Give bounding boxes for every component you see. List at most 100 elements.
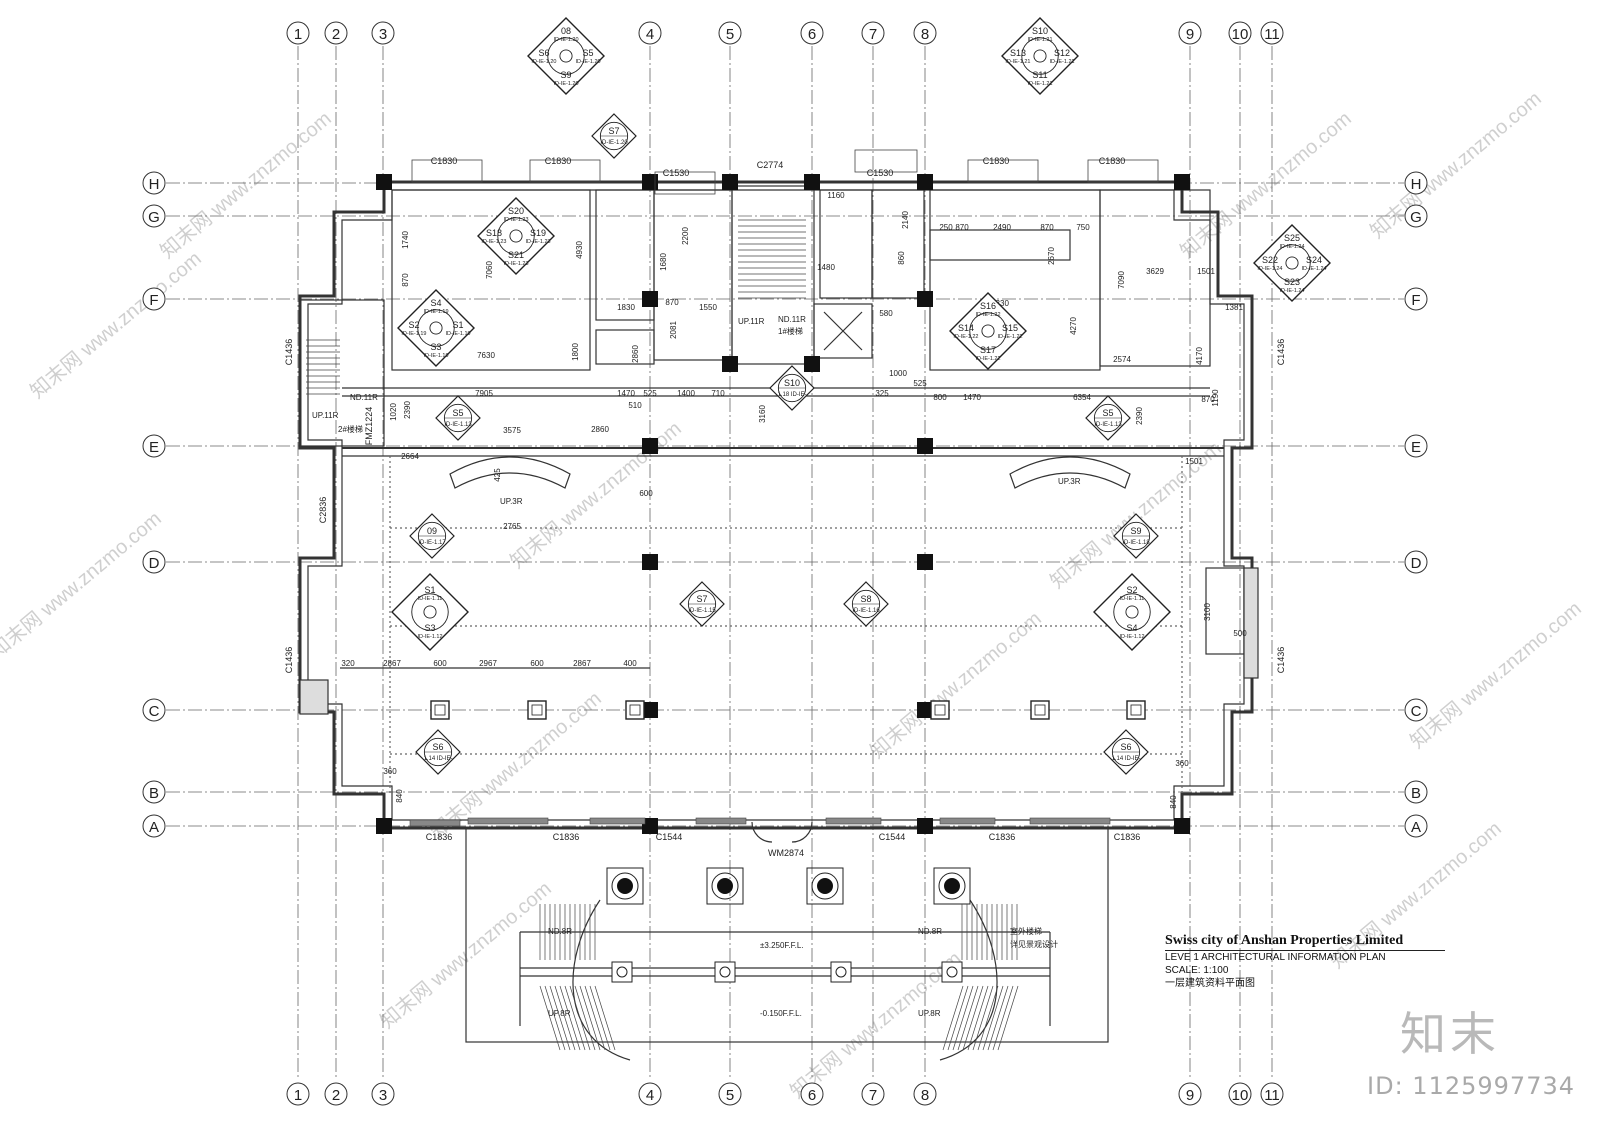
section-ref: ID-IE-1.17 — [418, 540, 446, 546]
column-outline — [934, 704, 946, 716]
grid-bubble-label: E — [1411, 439, 1421, 456]
dimension-value: 4930 — [575, 241, 584, 259]
grid-bubble-label: 2 — [332, 26, 340, 43]
section-ref: ID-IE-1.20 — [553, 81, 578, 87]
terrace-column-core — [944, 878, 960, 894]
grid-bubble — [1260, 21, 1284, 45]
dimension-value: 2860 — [631, 345, 640, 363]
section-id: S25 — [1284, 233, 1300, 243]
grid-bubble-label: 1 — [294, 1087, 302, 1104]
stair-tread — [942, 985, 964, 1051]
section-core — [1125, 605, 1139, 619]
terrace-column — [711, 872, 739, 900]
column-outline — [434, 704, 446, 716]
grid-bubble — [638, 1082, 662, 1106]
dimension-value: 870 — [1201, 395, 1215, 404]
grid-bubble-label: 5 — [726, 1087, 734, 1104]
grid-bubble — [1404, 204, 1428, 228]
level-label: -0.150F.F.L. — [760, 1009, 802, 1018]
room-outline — [819, 189, 873, 299]
room-outline — [929, 189, 1101, 371]
structural-column — [376, 818, 392, 834]
section-ref: ID-IE-1.24 — [1257, 266, 1282, 272]
window-tag: C1436 — [1276, 647, 1286, 674]
section-ref: ID-IE-1.16 — [852, 608, 880, 614]
stair-tread — [594, 985, 616, 1051]
grid-bubble — [1404, 780, 1428, 804]
grid-bubble-label: H — [1411, 176, 1422, 193]
window-tag: C1530 — [867, 168, 894, 178]
grid-bubble-label: D — [149, 555, 160, 572]
section-id: S16 — [980, 301, 996, 311]
section-ref: ID-IE-1.23 — [503, 217, 528, 223]
window-frame — [467, 817, 549, 825]
section-id: S13 — [1010, 48, 1026, 58]
grid-bubble — [913, 1082, 937, 1106]
structural-column — [917, 291, 933, 307]
dimension-value: 1800 — [571, 343, 580, 361]
column-outline — [430, 700, 450, 720]
section-ref: ID-IE-1.19 — [423, 309, 448, 315]
dimension-value: 7905 — [475, 389, 493, 398]
stair-label: 2#楼梯 — [338, 424, 363, 434]
window-tag: C1544 — [656, 832, 683, 842]
section-ref: ID-IE-1.13 — [444, 422, 472, 428]
dimension-value: 1400 — [677, 389, 695, 398]
terrace-pier — [714, 961, 736, 983]
column-outline — [629, 704, 641, 716]
dimension-value: 870 — [665, 298, 679, 307]
dimension-value: 6354 — [1073, 393, 1091, 402]
structural-column — [642, 291, 658, 307]
watermark-id: ID: 1125997734 — [1367, 1072, 1575, 1100]
note-label: 详见景观设计 — [1010, 939, 1058, 949]
structural-column — [917, 174, 933, 190]
section-ref: ID-IE-1.22 — [998, 334, 1023, 340]
section-core — [981, 324, 995, 338]
section-ring — [497, 217, 535, 255]
grid-bubble-label: 7 — [869, 1087, 877, 1104]
window-frame — [1029, 817, 1111, 825]
grid-bubble-label: H — [149, 176, 160, 193]
grid-bubble — [286, 1082, 310, 1106]
dimension-value: 1381 — [1225, 303, 1243, 312]
section-id: S1 — [453, 320, 464, 330]
section-ref: ID-IE-1.24 — [1279, 288, 1304, 294]
window-tag: C2836 — [318, 497, 328, 524]
window-tag: C1836 — [426, 832, 453, 842]
elevator-cross — [823, 311, 863, 351]
lobby-stair-left — [449, 456, 571, 489]
terrace-column-base — [933, 867, 971, 905]
window-frame — [854, 149, 918, 173]
grid-bubble — [142, 698, 166, 722]
structural-column — [722, 174, 738, 190]
section-ref: ID-IE-1.15 — [688, 608, 716, 614]
stair-tread — [962, 985, 984, 1051]
detail-layer — [306, 149, 1190, 1051]
window-tag: C1530 — [663, 168, 690, 178]
column-outline — [1130, 704, 1142, 716]
section-id: S18 — [486, 228, 502, 238]
section-ref: ID-IE-1.21 — [1027, 81, 1052, 87]
stair-label: UP.11R — [738, 317, 765, 326]
dimension-value: 3629 — [1146, 267, 1164, 276]
window-tag: C1830 — [1099, 156, 1126, 166]
terrace-pier-core — [835, 966, 847, 978]
dimension-value: 2765 — [503, 522, 521, 531]
section-ring — [1273, 244, 1311, 282]
grid-bubble-label: 9 — [1186, 26, 1194, 43]
dimension-value: 425 — [493, 468, 502, 482]
section-ref: ID-IE-1.23 — [526, 239, 551, 245]
section-ring — [1021, 37, 1059, 75]
section-id: S7 — [608, 126, 619, 136]
window-tag: WM2874 — [768, 848, 804, 858]
window-tag: C1544 — [879, 832, 906, 842]
entrance-door — [791, 821, 813, 843]
stair-tread — [952, 985, 974, 1051]
section-ref: ID-IE-1.20 — [576, 59, 601, 65]
structural-column — [642, 554, 658, 570]
grid-bubble-label: 7 — [869, 26, 877, 43]
grid-bubble-label: A — [149, 819, 159, 836]
grid-bubble-label: 8 — [921, 26, 929, 43]
structural-column — [1174, 174, 1190, 190]
terrace-outline — [465, 827, 1109, 1043]
